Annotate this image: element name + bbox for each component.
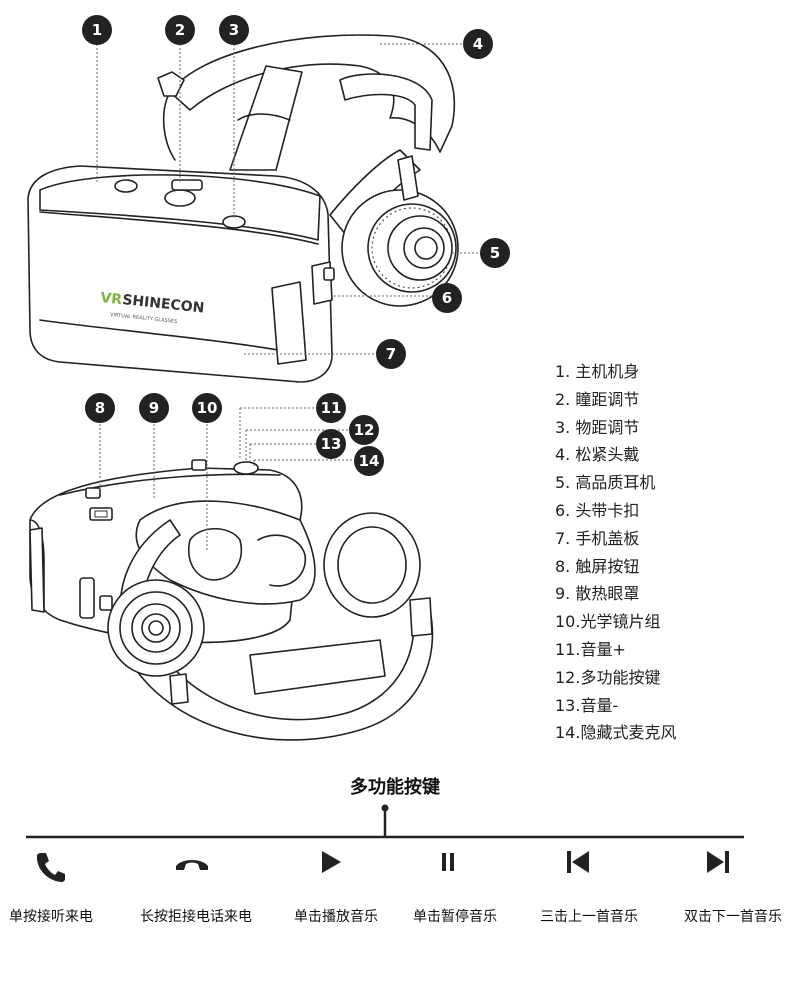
pause-icon xyxy=(442,853,454,871)
legend-item: 3. 物距调节 xyxy=(555,417,640,437)
svg-text:11: 11 xyxy=(321,399,342,417)
legend-item: 11.音量+ xyxy=(555,639,626,659)
legend-item: 9. 散热眼罩 xyxy=(555,584,640,604)
svg-text:13: 13 xyxy=(321,435,342,453)
callout-8: 8 xyxy=(85,393,115,423)
callout-badges: 1 2 3 4 5 6 7 8 9 10 11 12 13 14 xyxy=(82,15,510,476)
phone-answer-icon xyxy=(36,853,65,882)
legend-item: 8. 触屏按钮 xyxy=(555,556,640,576)
callout-5: 5 xyxy=(480,238,510,268)
svg-text:1: 1 xyxy=(92,21,102,39)
legend-item: 13.音量- xyxy=(555,695,619,715)
phone-hangup-icon xyxy=(176,860,208,870)
previous-track-icon xyxy=(567,851,589,873)
legend-item: 2. 瞳距调节 xyxy=(555,389,640,409)
callout-7: 7 xyxy=(376,339,406,369)
legend-item: 4. 松紧头戴 xyxy=(555,445,640,465)
callout-2: 2 xyxy=(165,15,195,45)
headset-rear-view xyxy=(29,459,434,741)
legend-item: 1. 主机机身 xyxy=(555,362,640,381)
svg-text:7: 7 xyxy=(386,345,396,363)
function-label-pause: 单击暂停音乐 xyxy=(413,909,497,925)
function-label-answer: 单按接听来电 xyxy=(9,909,93,925)
play-icon xyxy=(322,851,341,873)
top-leader-lines xyxy=(96,43,480,355)
svg-text:6: 6 xyxy=(442,289,452,307)
callout-13: 13 xyxy=(316,429,346,459)
legend-item: 12.多功能按键 xyxy=(555,667,661,687)
callout-12: 12 xyxy=(349,415,379,445)
legend-item: 6. 头带卡扣 xyxy=(555,500,640,520)
multifunction-timeline xyxy=(26,804,744,839)
function-label-hangup: 长按拒接电话来电 xyxy=(140,909,252,925)
callout-10: 10 xyxy=(192,393,222,423)
headset-front-view: VR SHINECON VIRTUAL REALITY GLASSES xyxy=(27,34,459,383)
svg-text:14: 14 xyxy=(359,452,380,470)
multifunction-title: 多功能按键 xyxy=(350,777,440,798)
callout-14: 14 xyxy=(354,446,384,476)
svg-text:5: 5 xyxy=(490,244,500,262)
svg-text:9: 9 xyxy=(149,399,159,417)
function-label-next: 双击下一首音乐 xyxy=(684,909,782,925)
parts-legend: 1. 主机机身 2. 瞳距调节 3. 物距调节 4. 松紧头戴 5. 高品质耳机… xyxy=(555,358,676,747)
callout-11: 11 xyxy=(316,393,346,423)
legend-item: 14.隐藏式麦克风 xyxy=(555,723,677,743)
logo-vr: VR xyxy=(100,290,123,308)
legend-item: 10.光学镜片组 xyxy=(555,612,661,632)
svg-text:10: 10 xyxy=(197,399,218,417)
svg-text:8: 8 xyxy=(95,399,105,417)
legend-item: 5. 高品质耳机 xyxy=(555,473,656,493)
function-label-play: 单击播放音乐 xyxy=(294,909,378,925)
callout-6: 6 xyxy=(432,283,462,313)
callout-9: 9 xyxy=(139,393,169,423)
legend-item: 7. 手机盖板 xyxy=(555,528,640,548)
function-label-previous: 三击上一首音乐 xyxy=(540,909,638,925)
svg-text:4: 4 xyxy=(473,35,483,53)
svg-text:12: 12 xyxy=(354,421,375,439)
svg-text:2: 2 xyxy=(175,21,185,39)
callout-4: 4 xyxy=(463,29,493,59)
callout-3: 3 xyxy=(219,15,249,45)
next-track-icon xyxy=(707,851,729,873)
callout-1: 1 xyxy=(82,15,112,45)
svg-text:3: 3 xyxy=(229,21,239,39)
